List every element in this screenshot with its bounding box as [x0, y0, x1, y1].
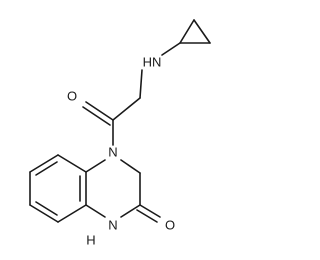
benzene-ring: [29, 154, 87, 223]
bond-lactamc-nh: [120, 204, 141, 218]
benz-bond-2: [57, 204, 87, 223]
atom-label-ring-n: N: [108, 145, 117, 160]
bond-cp-nh: [161, 42, 181, 56]
bond-n-ch2-ring: [120, 159, 141, 174]
bond-carbonyl-o-2: [82, 106, 111, 126]
benz-bond-5: [29, 154, 59, 173]
bond-nh-benz: [85, 204, 106, 218]
bond-lactam-o-2: [136, 209, 158, 223]
benz-bond-3-inner: [35, 201, 58, 216]
cyclopropyl-ring: [179, 19, 211, 44]
lactam-n-label: N: [108, 218, 117, 233]
benz-bond-3: [29, 204, 59, 223]
benz-bond-5-inner: [35, 161, 58, 176]
chemical-structure-diagram: HN O N H N O: [29, 19, 211, 248]
bond-nh-ch2: [139, 69, 143, 99]
bond-lactam-o-1: [139, 204, 161, 218]
amine-nh-label: HN: [143, 55, 162, 70]
atom-label-amine-nh: HN: [143, 55, 162, 70]
lactam-h-label: H: [86, 233, 95, 248]
benz-bond-6: [57, 154, 87, 173]
bond-cp-top-left: [179, 19, 195, 44]
lactam-oxygen-label: O: [165, 218, 175, 233]
bond-carbonyl-o-1: [85, 101, 114, 121]
atom-label-lactam-nh: H N: [86, 218, 117, 248]
bond-ch2-carbonyl: [112, 97, 141, 121]
ring-nitrogen-label: N: [108, 145, 117, 160]
bond-n-benz: [85, 159, 106, 173]
atom-label-lactam-o: O: [165, 218, 175, 233]
atom-label-amide-o: O: [67, 89, 77, 104]
amide-oxygen-label: O: [67, 89, 77, 104]
bond-cp-top: [193, 19, 211, 44]
